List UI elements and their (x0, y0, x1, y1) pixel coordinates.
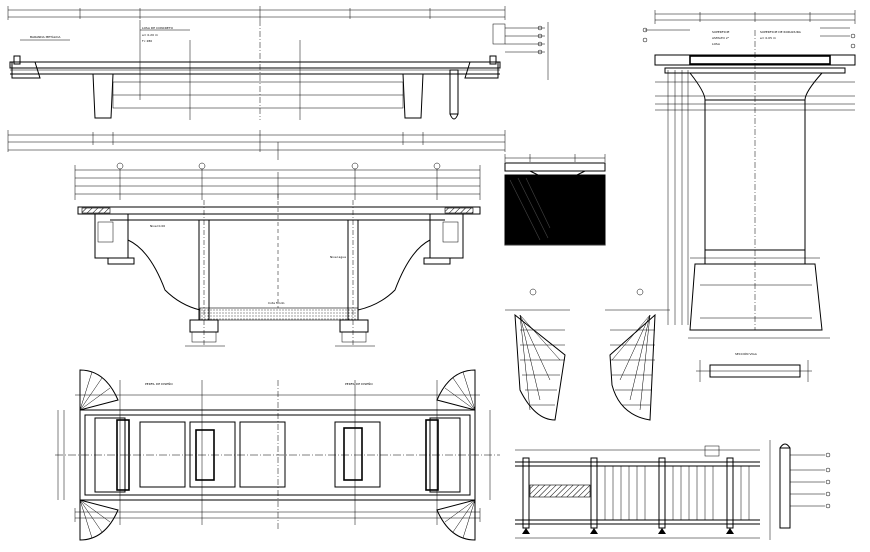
svg-text:LOSA: LOSA (712, 42, 721, 46)
railing-elevation (515, 440, 831, 540)
svg-text:SUPERFICIE DE RODADURA: SUPERFICIE DE RODADURA (760, 30, 802, 34)
plan-view: PERFIL DE DISEÑO PERFIL DE DISEÑO (55, 369, 500, 541)
small-section-label: SECCIÓN VIGA (735, 351, 758, 356)
longitudinal-elevation: LOSA DE CONCRETO e= 0.20 m f'c 280 BARAN… (7, 6, 549, 160)
svg-text:Nivel agua: Nivel agua (330, 255, 346, 259)
svg-text:Cota fondo: Cota fondo (268, 301, 285, 305)
plan-label-right: PERFIL DE DISEÑO (345, 381, 373, 386)
beam-section-detail (504, 154, 606, 246)
svg-text:BARANDA METÁLICA: BARANDA METÁLICA (30, 34, 61, 39)
svg-text:e= 0.05 m: e= 0.05 m (760, 36, 776, 40)
svg-text:e= 0.20 m: e= 0.20 m (142, 33, 158, 37)
svg-text:SUPERFICIE: SUPERFICIE (712, 30, 729, 34)
svg-text:LOSA DE CONCRETO: LOSA DE CONCRETO (142, 26, 174, 30)
cross-section: Nivel 0.00 Nivel agua Cota fondo (74, 162, 481, 347)
svg-text:ASFALTO 2": ASFALTO 2" (712, 36, 730, 40)
svg-text:Nivel 0.00: Nivel 0.00 (150, 224, 165, 228)
svg-text:f'c 280: f'c 280 (142, 39, 152, 43)
plan-label-left: PERFIL DE DISEÑO (145, 381, 173, 386)
pier-elevation: SUPERFICIE ASFALTO 2" LOSA SUPERFICIE DE… (642, 10, 856, 382)
wingwall-details (505, 288, 670, 421)
